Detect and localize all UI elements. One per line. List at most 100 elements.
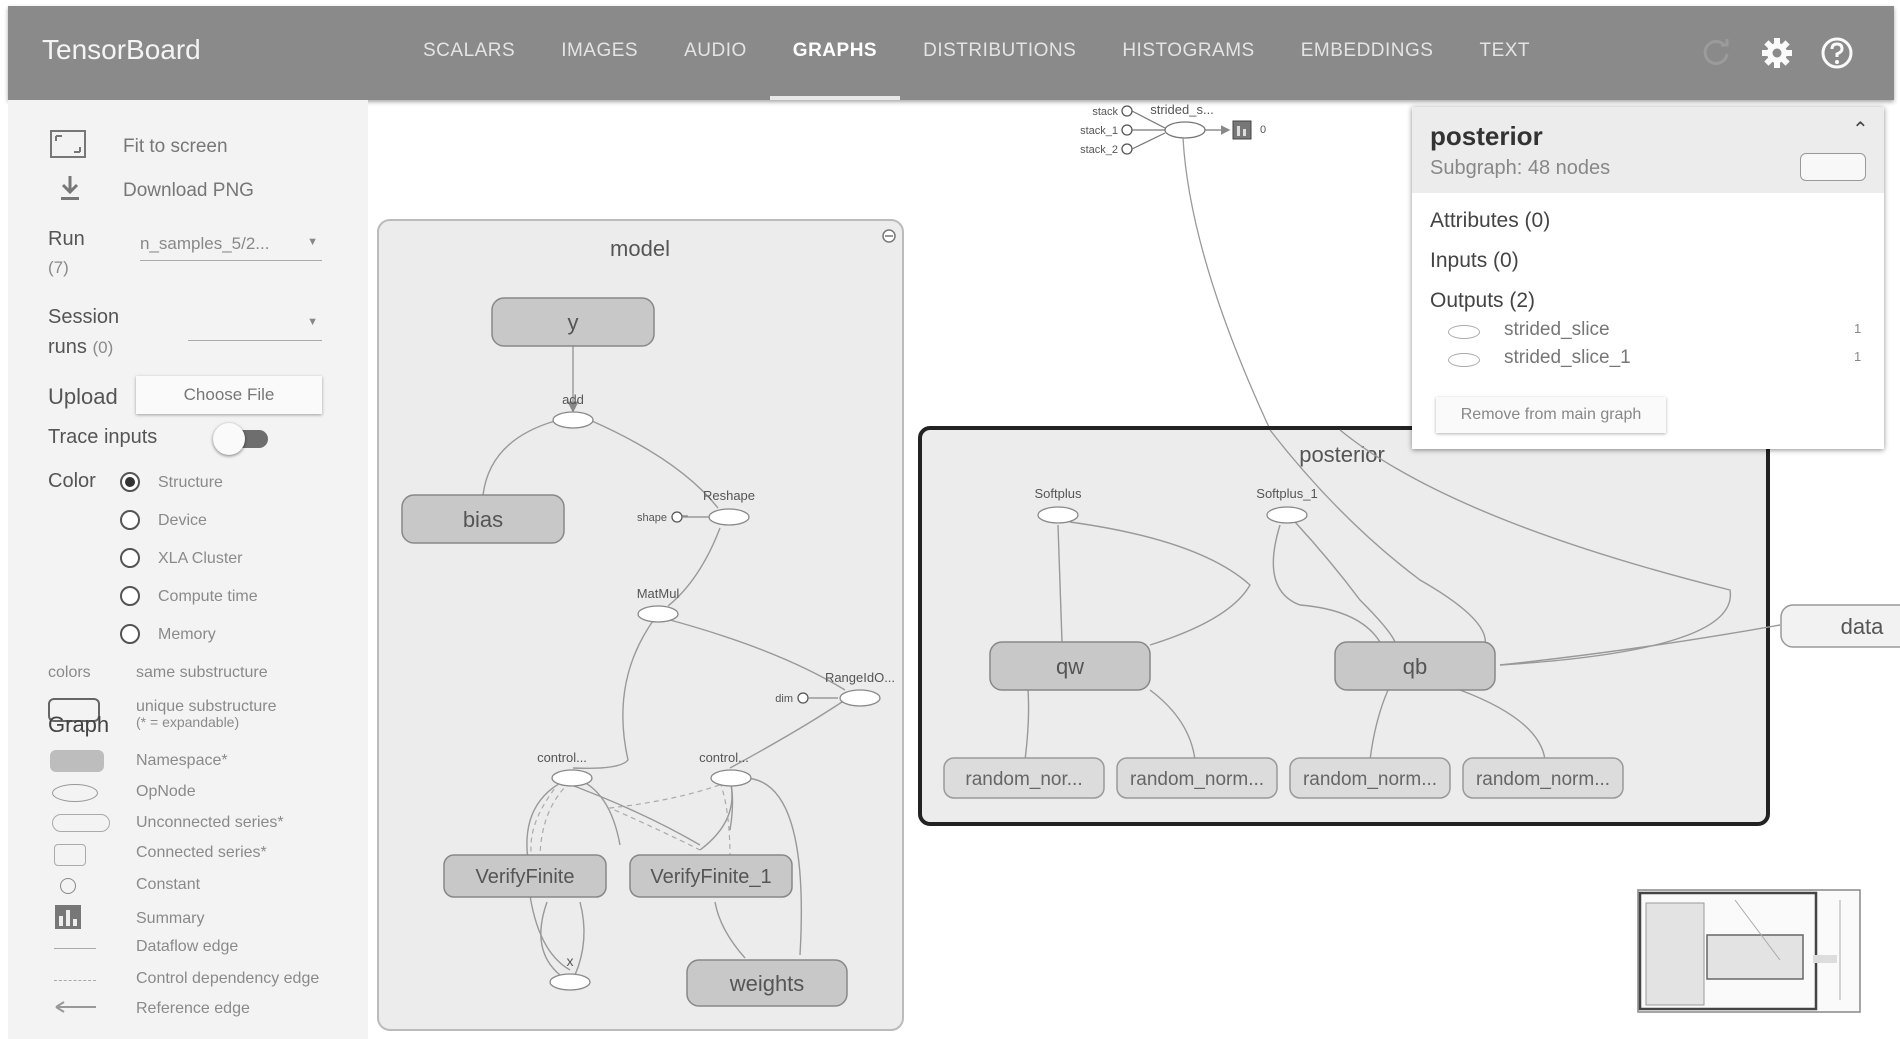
color-radio-xla-cluster[interactable] [120, 548, 140, 568]
color-radio-memory[interactable] [120, 624, 140, 644]
posterior-title: posterior [1299, 442, 1385, 467]
bias-node-label: bias [463, 507, 503, 532]
random-normal-node-2[interactable] [1116, 757, 1278, 799]
softplus-op-label: Softplus [1035, 486, 1082, 501]
download-icon[interactable] [58, 174, 82, 202]
tab-distributions[interactable]: DISTRIBUTIONS [923, 40, 1077, 61]
run-select[interactable]: n_samples_5/2... ▼ [140, 234, 322, 261]
connected-series-icon [54, 844, 86, 866]
stack-2-label: stack_2 [1080, 144, 1118, 156]
download-png-button[interactable]: Download PNG [123, 180, 254, 201]
chevron-up-icon[interactable]: ⌃ [1852, 119, 1869, 141]
random-normal-node-3[interactable] [1289, 757, 1451, 799]
attributes-section[interactable]: Attributes (0) [1430, 209, 1551, 232]
dim-constant[interactable] [797, 692, 809, 704]
softplus-op-node[interactable] [1037, 506, 1079, 524]
toggle-knob[interactable] [213, 423, 245, 455]
color-radio-compute-time[interactable] [120, 586, 140, 606]
opnode-icon [1448, 353, 1480, 367]
weights-node[interactable] [686, 959, 848, 1007]
info-card-header: posterior Subgraph: 48 nodes ⌃ [1412, 107, 1884, 193]
model-namespace[interactable]: model [377, 219, 904, 1031]
tab-bar: SCALARS IMAGES AUDIO GRAPHS DISTRIBUTION… [400, 6, 1553, 100]
namespace-icon [50, 750, 104, 772]
expandable-note: (* = expandable) [136, 714, 240, 730]
opnode-icon [52, 784, 98, 802]
output-count-2: 1 [1854, 349, 1862, 364]
tab-graphs[interactable]: GRAPHS [769, 6, 901, 100]
dim-constant-label: dim [775, 693, 793, 705]
minimap[interactable] [1637, 889, 1861, 1013]
softplus-1-op-node[interactable] [1266, 506, 1308, 524]
verifyfinite-1-node-label: VerifyFinite_1 [650, 866, 771, 888]
control-op-node-2[interactable] [710, 769, 752, 787]
unique-substructure-swatch [48, 698, 100, 722]
inputs-section[interactable]: Inputs (0) [1430, 249, 1519, 272]
verifyfinite-node[interactable] [443, 854, 607, 898]
strided-slice-node[interactable] [1164, 121, 1206, 139]
run-select-value: n_samples_5/2... [140, 234, 270, 253]
bias-node[interactable] [401, 494, 565, 544]
verifyfinite-node-label: VerifyFinite [476, 866, 575, 888]
fit-to-screen-icon[interactable] [50, 130, 86, 158]
trace-inputs-label: Trace inputs [48, 426, 158, 448]
refresh-icon[interactable] [1700, 36, 1734, 70]
legend-control-dependency-edge: Control dependency edge [136, 970, 320, 987]
data-node[interactable] [1780, 604, 1900, 648]
tab-scalars[interactable]: SCALARS [423, 40, 516, 61]
session-label: Session [48, 306, 120, 328]
random-normal-label-1: random_nor... [965, 769, 1082, 790]
range-op-node[interactable] [839, 689, 881, 707]
help-icon[interactable] [1820, 36, 1854, 70]
expand-toggle-button[interactable] [1800, 153, 1866, 181]
qw-node[interactable] [989, 641, 1151, 691]
qb-node[interactable] [1334, 641, 1496, 691]
x-op-node[interactable] [549, 973, 591, 991]
node-info-card: posterior Subgraph: 48 nodes ⌃ Attribute… [1412, 107, 1884, 449]
legend-reference-edge: Reference edge [136, 1000, 250, 1017]
posterior-namespace[interactable]: posterior Softplus Softplus_1 qw qb rand… [918, 426, 1781, 826]
output-strided-slice[interactable]: strided_slice [1504, 319, 1610, 340]
color-radio-device[interactable] [120, 510, 140, 530]
same-substructure-label: same substructure [136, 664, 268, 681]
control-op-node-1[interactable] [551, 769, 593, 787]
tab-audio[interactable]: AUDIO [684, 40, 747, 61]
outputs-section[interactable]: Outputs (2) [1430, 289, 1536, 312]
matmul-op-node[interactable] [637, 605, 679, 623]
weights-node-label: weights [729, 971, 805, 996]
choose-file-button[interactable]: Choose File [136, 376, 322, 414]
tab-histograms[interactable]: HISTOGRAMS [1122, 40, 1255, 61]
tab-images[interactable]: IMAGES [561, 40, 639, 61]
color-option-memory: Memory [158, 626, 216, 643]
opnode-icon [1448, 325, 1480, 339]
fit-to-screen-button[interactable]: Fit to screen [123, 136, 228, 157]
summary-node-icon[interactable] [1232, 120, 1252, 140]
add-op-label: add [562, 392, 584, 407]
tab-embeddings[interactable]: EMBEDDINGS [1300, 40, 1434, 61]
matmul-op-label: MatMul [637, 586, 680, 601]
legend-dataflow-edge: Dataflow edge [136, 938, 239, 955]
softplus-1-op-label: Softplus_1 [1256, 486, 1317, 501]
shape-constant-label: shape [637, 512, 667, 524]
qb-node-label: qb [1403, 654, 1427, 679]
reshape-op-node[interactable] [708, 508, 750, 526]
gear-icon[interactable] [1760, 36, 1794, 70]
add-op-node[interactable] [552, 411, 594, 429]
shape-constant[interactable] [671, 511, 683, 523]
run-label: Run [48, 228, 85, 250]
color-option-xla-cluster: XLA Cluster [158, 550, 243, 567]
color-option-compute-time: Compute time [158, 588, 258, 605]
output-strided-slice-1[interactable]: strided_slice_1 [1504, 347, 1631, 368]
remove-from-main-graph-button[interactable]: Remove from main graph [1436, 397, 1666, 433]
tab-text[interactable]: TEXT [1479, 40, 1531, 61]
graph-canvas[interactable]: stack stack_1 stack_2 strided_s... 0 mod… [368, 100, 1900, 1039]
color-radio-structure[interactable] [120, 472, 140, 492]
legend-constant: Constant [136, 876, 201, 893]
control-edge-icon [54, 980, 96, 981]
verifyfinite-1-node[interactable] [629, 854, 793, 898]
random-normal-node-1[interactable] [943, 757, 1105, 799]
session-runs-select[interactable]: ▼ [188, 314, 322, 341]
legend-summary: Summary [136, 910, 205, 927]
random-normal-node-4[interactable] [1462, 757, 1624, 799]
y-node[interactable] [491, 297, 655, 347]
